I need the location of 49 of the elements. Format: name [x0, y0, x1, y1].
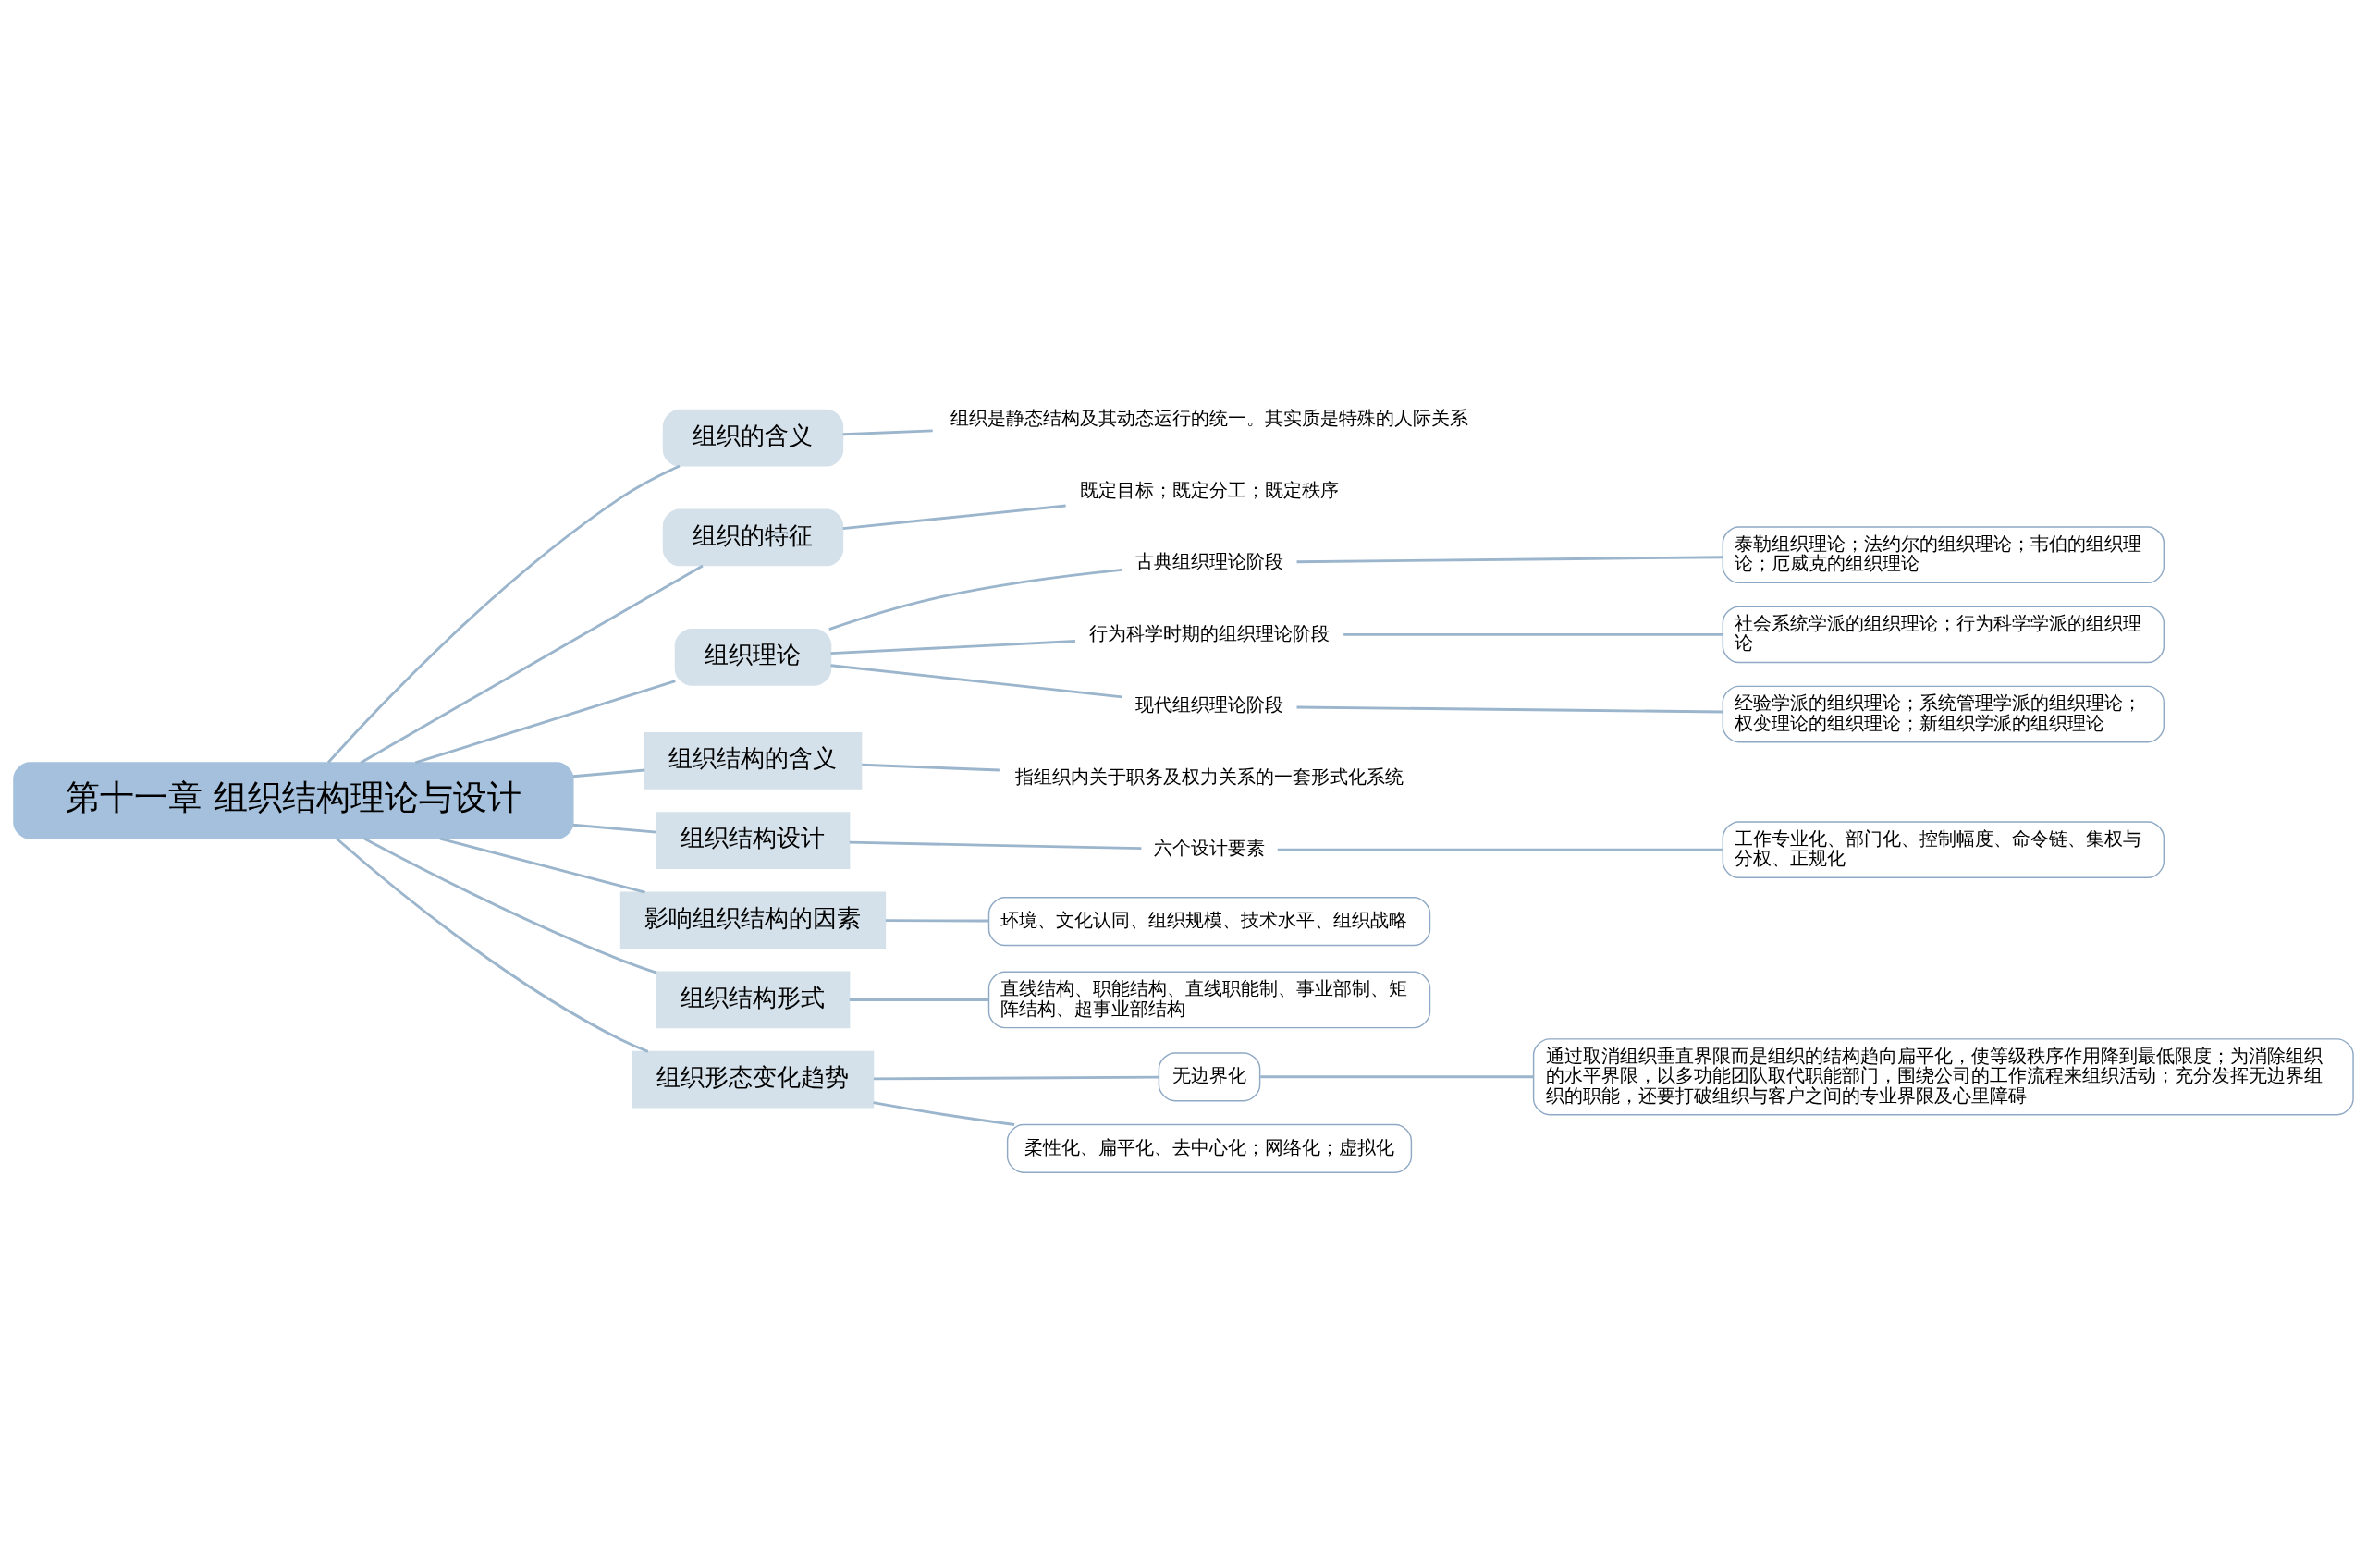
node-box: 组织的特征: [662, 508, 844, 567]
connector: [414, 680, 676, 765]
node-text: 行为科学时期的组织理论阶段: [1089, 621, 1331, 644]
node-text: 现代组织理论阶段: [1135, 693, 1284, 717]
connector: [873, 1101, 1015, 1126]
node-box: 组织的含义: [662, 409, 844, 467]
node-box: 组织结构设计: [656, 812, 851, 869]
connector: [849, 840, 1142, 851]
connector: [1296, 705, 1723, 714]
connector: [1277, 848, 1723, 851]
connector: [1260, 1075, 1534, 1079]
node-box: 影响组织结构的因素: [619, 891, 887, 949]
connector: [842, 429, 933, 436]
node-box: 直线结构、职能结构、直线职能制、事业部制、矩阵结构、超事业部结构: [987, 971, 1431, 1029]
connector: [572, 823, 656, 834]
connector: [830, 664, 1122, 699]
node-box: 组织结构的含义: [644, 731, 863, 790]
connector: [842, 504, 1066, 531]
connector: [885, 919, 989, 923]
node-text: 既定目标；既定分工；既定秩序: [1080, 478, 1340, 501]
node-box: 组织结构形式: [656, 971, 851, 1029]
connector: [1296, 556, 1723, 564]
node-box: 通过取消组织垂直界限而是组织的结构趋向扁平化，使等级秩序作用降到最低限度；为消除组织的水平界限，以多功能团队取代职能部门，围绕公司的工作流程来组织活动；充分发挥无边界组织的职能，还要打破组织与客户之间的专业界限及心里障碍: [1532, 1038, 2354, 1116]
node-box: 第十一章 组织结构理论与设计: [13, 762, 574, 839]
node-box: 无边界化: [1158, 1052, 1261, 1102]
node-box: 环境、文化认同、组织规模、技术水平、组织战略: [987, 897, 1431, 947]
node-box: 柔性化、扁平化、去中心化；网络化；虚拟化: [1006, 1123, 1413, 1173]
node-text: 古典组织理论阶段: [1135, 550, 1284, 573]
node-box: 工作专业化、部门化、控制幅度、命令链、集权与分权、正规化: [1722, 821, 2165, 878]
connector: [326, 464, 681, 764]
connector: [336, 837, 649, 1053]
node-box: 泰勒组织理论；法约尔的组织理论；韦伯的组织理论；厄威克的组织理论: [1722, 526, 2165, 584]
node-box: 组织理论: [674, 628, 832, 686]
connector: [439, 837, 645, 894]
connector: [360, 564, 704, 765]
node-text: 组织是静态结构及其动态运行的统一。其实质是特殊的人际关系: [950, 406, 1469, 429]
connector: [1343, 632, 1723, 636]
connector: [849, 998, 989, 1001]
node-box: 组织形态变化趋势: [632, 1050, 875, 1109]
connector: [873, 1075, 1159, 1081]
node-text: 指组织内关于职务及权力关系的一套形式化系统: [1015, 765, 1404, 788]
node-box: 经验学派的组织理论；系统管理学派的组织理论；权变理论的组织理论；新组织学派的组织理论: [1722, 685, 2165, 743]
connector: [830, 640, 1075, 655]
connector: [862, 763, 1000, 772]
connector: [363, 837, 657, 974]
node-box: 社会系统学派的组织理论；行为科学学派的组织理论: [1722, 606, 2165, 664]
connector: [828, 569, 1122, 631]
node-text: 六个设计要素: [1154, 837, 1266, 860]
connector: [572, 768, 645, 778]
